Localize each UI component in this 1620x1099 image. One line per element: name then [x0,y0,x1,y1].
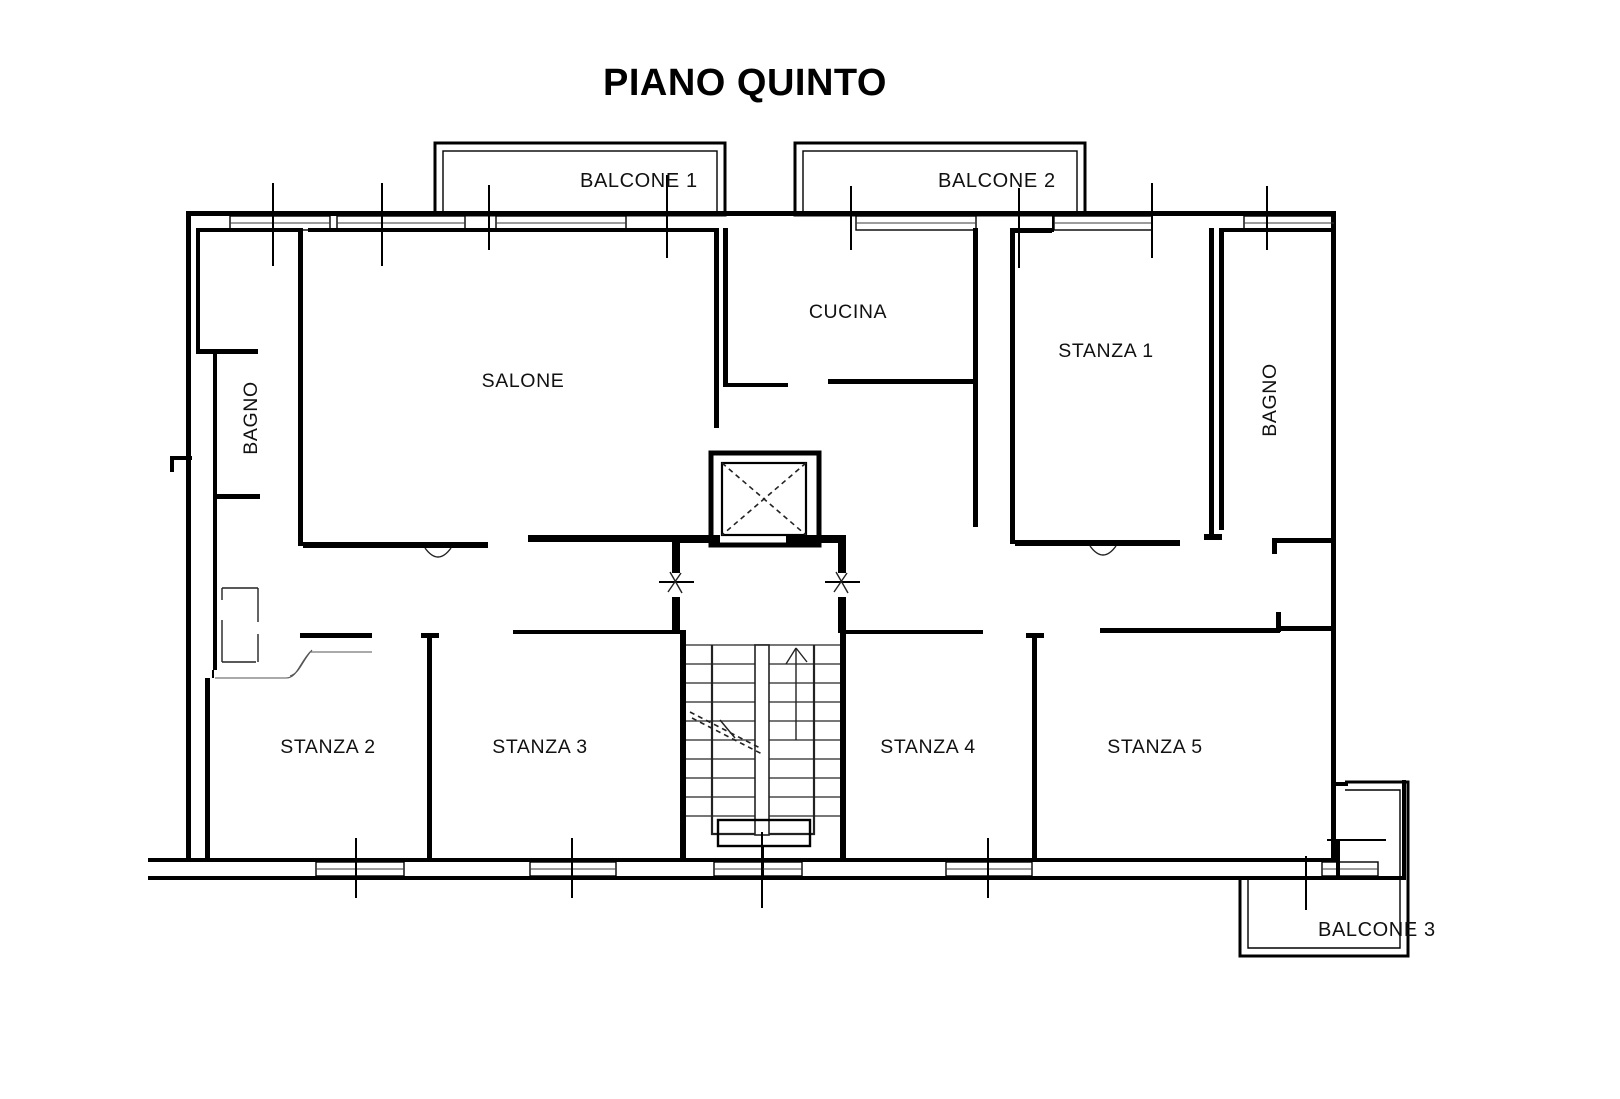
balcone-3-label: BALCONE 3 [1318,919,1436,941]
stanza-2-walls [205,633,439,860]
exterior-wall-bottom [148,780,1406,880]
door-mark-right [825,571,860,594]
exterior-wall-left [186,211,191,861]
top-wall-openings [229,175,1335,268]
stanza-1-label: STANZA 1 [1058,340,1153,362]
central-hall-walls [513,535,983,858]
exterior-wall-right [1331,211,1336,861]
balcone-2-label: BALCONE 2 [938,170,1056,192]
stanza-1-walls [1010,216,1222,556]
salone-label: SALONE [482,370,565,392]
stanza-3-walls [513,630,683,634]
elevator-shaft [708,450,822,548]
bottom-wall-openings [315,832,1386,910]
stanza-3-label: STANZA 3 [492,736,587,758]
stanza-5-label: STANZA 5 [1107,736,1202,758]
stanza-4-walls [843,630,983,634]
stanza-4-label: STANZA 4 [880,736,975,758]
staircase [686,644,840,878]
stanza-5-walls [1026,612,1332,860]
page-title: PIANO QUINTO [603,62,887,104]
bagno-left-walls [170,228,372,679]
cucina-label: CUCINA [809,301,887,323]
balcone-3-outline [1238,780,1410,958]
closet-niche [221,587,259,663]
door-mark-left [659,571,694,594]
stanza-2-label: STANZA 2 [280,736,375,758]
balcone-1-label: BALCONE 1 [580,170,698,192]
salone-walls [303,228,719,558]
bagno-left-label: BAGNO [240,381,262,454]
exterior-wall-top [186,211,1336,216]
bagno-right-label: BAGNO [1259,363,1281,436]
cucina-walls [723,228,978,527]
